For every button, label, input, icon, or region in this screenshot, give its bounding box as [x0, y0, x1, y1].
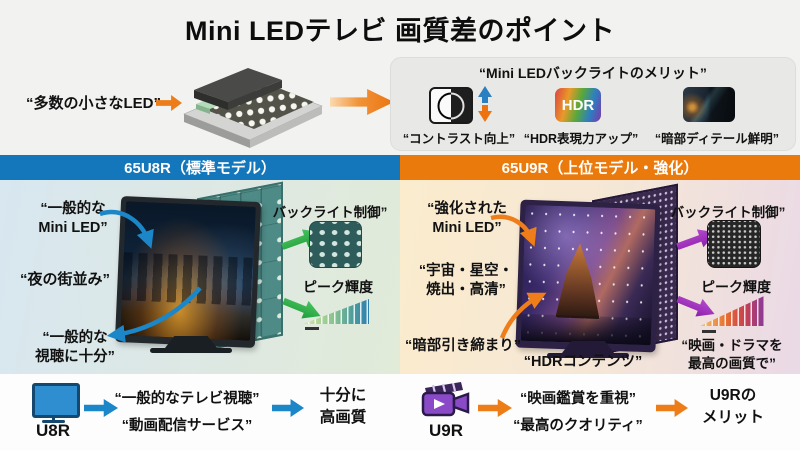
merit-box: “Mini LEDバックライトのメリット” HDR “コントラスト向上” “HD… [390, 57, 796, 151]
curved-arrow-icon [99, 209, 154, 249]
hdr-icon: HDR [555, 88, 601, 122]
tv-icon [32, 383, 80, 423]
model-label-u8r: U8R [35, 421, 70, 440]
tv-stand [165, 336, 217, 348]
contrast-icon [429, 87, 473, 124]
callout-best-quality: “映画・ドラマを 最高の画質で” [681, 338, 783, 371]
merit-label-dark-detail: “暗部ディテール鮮明” [654, 132, 780, 146]
merit-label-hdr: “HDR表現力アップ” [523, 132, 639, 146]
curved-arrow-icon [499, 292, 547, 339]
callout-night-scene: “夜の街並み” [20, 271, 111, 288]
callout-space-scene: “宇宙・星空・ 焼出・高清” [418, 263, 514, 298]
video-camera-icon [421, 382, 470, 417]
peak-brightness-label: ピーク輝度 [303, 279, 373, 295]
point-tv-viewing: “一般的なテレビ視聴” [114, 391, 260, 407]
many-small-led-label: “多数の小さなLED” [26, 95, 162, 112]
header-65u9r: 65U9R（上位モデル・強化） [400, 155, 800, 180]
dark-detail-icon [683, 87, 735, 122]
backlight-zone-box-standard [309, 221, 362, 268]
wedge-baseline [305, 327, 319, 330]
curved-arrow-icon [106, 286, 202, 343]
tv-stand-base [547, 353, 629, 358]
bottom-section [0, 374, 800, 450]
callout-enhanced-mini-led: “強化された Mini LED” [427, 201, 507, 236]
point-best-quality: “最高のクオリティ” [513, 418, 643, 434]
hdr-badge-text: HDR [561, 96, 595, 114]
result-u8r: 十分に 高画質 [319, 387, 367, 427]
top-section: Mini LEDテレビ 画質差のポイント “多数の小さなLED” “Mini L… [0, 0, 800, 155]
point-streaming: “動画配信サービス” [121, 418, 253, 434]
led-chip-icon [183, 68, 323, 148]
callout-dark-tightening: “暗部引き締まり” [405, 338, 521, 354]
curved-arrow-icon [490, 214, 537, 247]
backlight-control-label: バックライト制御” [272, 205, 388, 220]
arrow-right-icon [330, 89, 394, 115]
header-65u8r: 65U8R（標準モデル） [0, 155, 400, 180]
peak-brightness-label: ピーク輝度 [701, 279, 771, 295]
model-label-u9r: U9R [428, 421, 463, 440]
updown-arrow-icon [478, 86, 492, 122]
callout-standard-mini-led: “一般的な Mini LED” [38, 201, 108, 236]
callout-standard-viewing: “一般的な 視聴に十分” [35, 330, 115, 365]
backlight-control-label: バックライト制御” [670, 205, 786, 220]
tv-stand-base [150, 348, 232, 353]
merit-title: “Mini LEDバックライトのメリット” [479, 65, 707, 81]
tv-stand [562, 341, 614, 353]
merit-label-contrast: “コントラスト向上” [402, 132, 516, 146]
point-movie-focus: “映画鑑賞を重視” [520, 391, 636, 407]
backlight-zone-box-enhanced [707, 220, 761, 268]
wedge-baseline [702, 330, 716, 333]
result-u9r: U9Rの メリット [701, 387, 764, 427]
callout-hdr-content: “HDRコンテンツ” [523, 354, 643, 370]
page-title: Mini LEDテレビ 画質差のポイント [185, 16, 615, 46]
